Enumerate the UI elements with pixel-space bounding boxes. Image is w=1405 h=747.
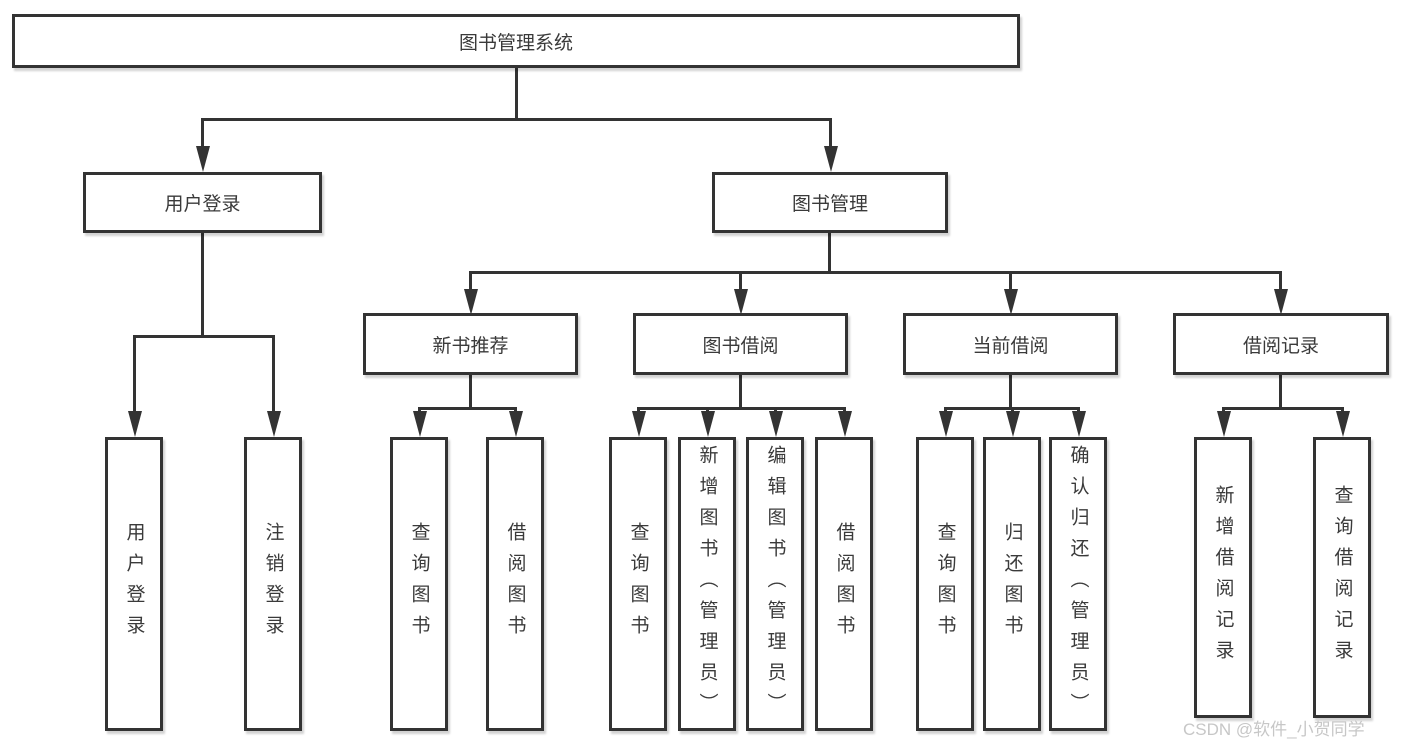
connector-line [637,407,845,410]
leaf-cb-confirm-return-admin: 确认归还（管理员） [1049,437,1107,731]
arrow-down-icon [508,407,523,437]
arrow-down-icon [412,407,427,437]
arrow-down-icon [1005,407,1020,437]
leaf-cb-query-books: 查询图书 [916,437,974,731]
leaf-label: 查询图书 [408,522,430,646]
arrow-down-icon [1216,407,1231,437]
leaf-label: 用户登录 [123,522,145,646]
leaf-label: 新增借阅记录 [1212,484,1234,671]
arrow-down-icon [768,407,783,437]
leaf-label: 编辑图书（管理员） [764,444,786,724]
connector-line [418,407,516,410]
connector-line [828,233,831,271]
leaf-label: 新增图书（管理员） [696,444,718,724]
watermark: CSDN @软件_小贺同学 [1183,720,1365,739]
connector-line [739,375,742,407]
arrow-down-icon [733,271,748,315]
connector-line [515,68,518,118]
connector-line [201,118,831,121]
node-borrow-records: 借阅记录 [1173,313,1389,375]
leaf-label: 查询图书 [627,522,649,646]
arrow-down-icon [1071,407,1086,437]
connector-line [1009,375,1012,407]
leaf-bb-edit-books-admin: 编辑图书（管理员） [746,437,804,731]
node-book-borrow: 图书借阅 [633,313,848,375]
leaf-br-query-record: 查询借阅记录 [1313,437,1371,718]
arrow-down-icon [631,407,646,437]
arrow-down-icon [195,118,210,172]
node-root: 图书管理系统 [12,14,1020,68]
arrow-down-icon [938,407,953,437]
leaf-logout: 注销登录 [244,437,302,731]
arrow-down-icon [1273,271,1288,315]
arrow-down-icon [837,407,852,437]
arrow-down-icon [266,335,281,437]
leaf-label: 查询借阅记录 [1331,484,1353,671]
leaf-label: 查询图书 [934,522,956,646]
arrow-down-icon [463,271,478,315]
node-new-book-recommend: 新书推荐 [363,313,578,375]
leaf-label: 借阅图书 [504,522,526,646]
leaf-bb-add-books-admin: 新增图书（管理员） [678,437,736,731]
leaf-nb-query-books: 查询图书 [390,437,448,731]
arrow-down-icon [1335,407,1350,437]
connector-line [469,271,1281,274]
leaf-bb-borrow-books: 借阅图书 [815,437,873,731]
leaf-nb-borrow-books: 借阅图书 [486,437,544,731]
connector-line [1279,375,1282,407]
leaf-cb-return-books: 归还图书 [983,437,1041,731]
leaf-label: 归还图书 [1001,522,1023,646]
node-user-login: 用户登录 [83,172,322,233]
arrow-down-icon [700,407,715,437]
arrow-down-icon [127,335,142,437]
leaf-label: 注销登录 [262,522,284,646]
connector-line [201,233,204,335]
leaf-br-add-record: 新增借阅记录 [1194,437,1252,718]
connector-line [133,335,274,338]
connector-line [469,375,472,407]
connector-line [1222,407,1343,410]
leaf-label: 确认归还（管理员） [1067,444,1089,724]
node-current-borrow: 当前借阅 [903,313,1118,375]
node-book-management: 图书管理 [712,172,948,233]
arrow-down-icon [1003,271,1018,315]
leaf-bb-query-books: 查询图书 [609,437,667,731]
leaf-user-login: 用户登录 [105,437,163,731]
arrow-down-icon [823,118,838,172]
leaf-label: 借阅图书 [833,522,855,646]
